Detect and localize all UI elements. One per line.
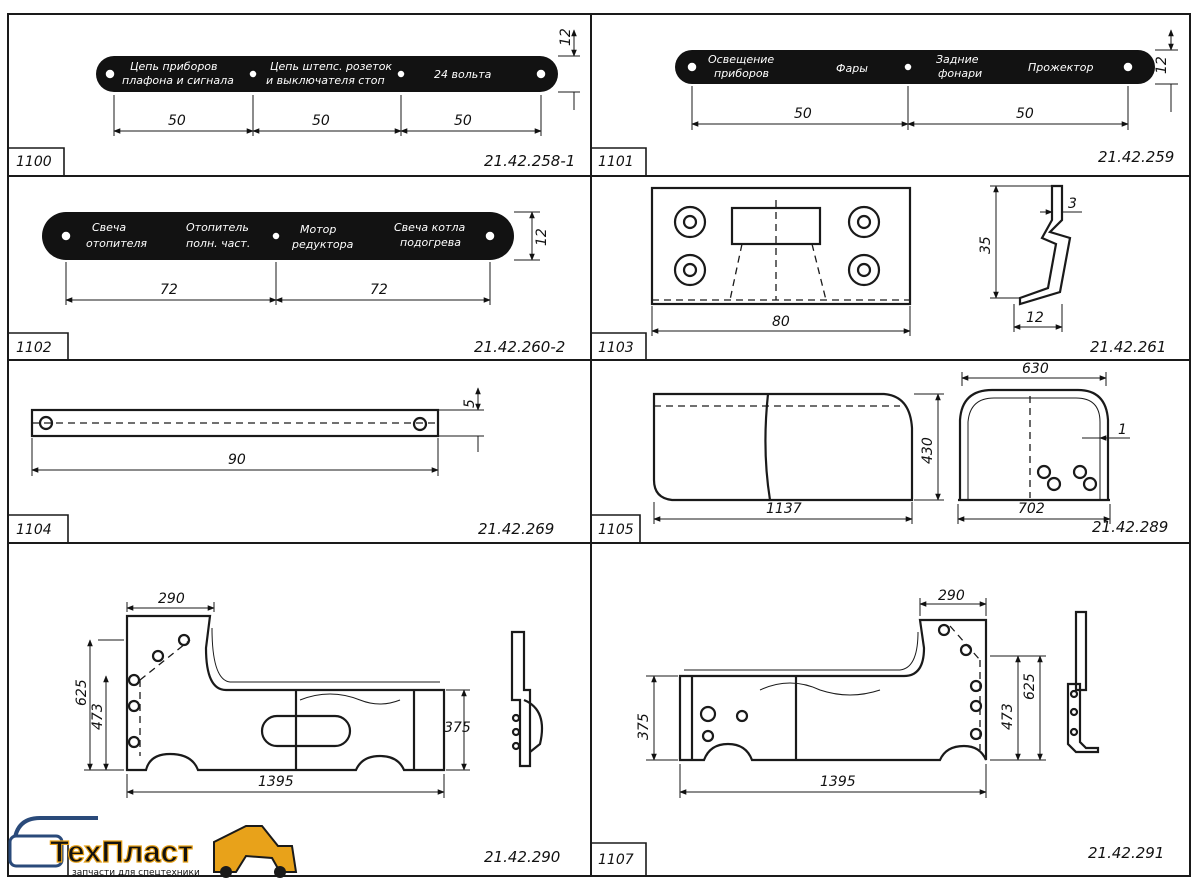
svg-text:473: 473 — [90, 703, 106, 730]
sheet-frame — [7, 13, 1191, 877]
svg-text:290: 290 — [158, 591, 185, 607]
svg-text:50: 50 — [454, 113, 472, 129]
mount-holes-1103 — [673, 205, 881, 287]
part-code-1104: 21.42.269 — [478, 520, 554, 538]
svg-text:Цепь штепс. розеток: Цепь штепс. розеток — [270, 60, 392, 73]
bracket-side-1107 — [1074, 610, 1088, 692]
cell-number-1101: 1101 — [598, 154, 634, 170]
svg-text:полн. част.: полн. част. — [186, 237, 250, 250]
svg-text:50: 50 — [794, 106, 812, 122]
drawing-1104: 90 5 — [30, 387, 484, 476]
svg-text:50: 50 — [312, 113, 330, 129]
part-code-1103: 21.42.261 — [1090, 338, 1166, 356]
cell-number-1107: 1107 — [598, 852, 634, 868]
part-code-1101: 21.42.259 — [1098, 148, 1174, 166]
svg-text:и выключателя стоп: и выключателя стоп — [266, 74, 385, 87]
label-plate-1100 — [96, 56, 558, 92]
svg-text:приборов: приборов — [714, 67, 769, 80]
svg-text:1395: 1395 — [820, 774, 856, 790]
cell-number-1102: 1102 — [16, 340, 52, 356]
svg-text:12: 12 — [534, 228, 550, 246]
svg-text:80: 80 — [772, 314, 790, 330]
svg-text:50: 50 — [1016, 106, 1034, 122]
drawing-1100: Цепь приборов плафона и сигнала Цепь ште… — [96, 28, 580, 136]
svg-text:плафона и сигнала: плафона и сигнала — [122, 74, 234, 87]
drawing-1102: Свеча отопителя Отопитель полн. част. Мо… — [42, 211, 550, 305]
drawing-1107: 290 473 625 375 1395 — [636, 588, 1100, 798]
svg-text:5: 5 — [462, 399, 478, 408]
svg-text:1395: 1395 — [258, 774, 294, 790]
svg-text:фонари: фонари — [938, 67, 982, 80]
svg-text:1137: 1137 — [766, 501, 802, 517]
svg-text:Задние: Задние — [936, 53, 979, 66]
svg-text:Свеча: Свеча — [92, 221, 126, 234]
svg-text:72: 72 — [160, 282, 178, 298]
svg-text:Фары: Фары — [836, 62, 868, 75]
drawing-1101: Освещение приборов Фары Задние фонари Пр… — [675, 29, 1178, 130]
svg-text:Цепь приборов: Цепь приборов — [130, 60, 218, 73]
bracket-side-1106 — [510, 630, 532, 768]
svg-text:12: 12 — [1026, 310, 1044, 326]
svg-text:90: 90 — [228, 452, 246, 468]
bracket-1106 — [125, 614, 446, 772]
svg-text:625: 625 — [74, 679, 90, 706]
svg-text:375: 375 — [444, 720, 471, 736]
svg-text:12: 12 — [1154, 56, 1170, 74]
svg-text:Прожектор: Прожектор — [1028, 61, 1093, 74]
part-code-1102: 21.42.260-2 — [474, 338, 565, 356]
shield-front-1105 — [652, 392, 914, 502]
drawing-1103: 80 35 12 3 — [650, 184, 1082, 336]
svg-text:Освещение: Освещение — [708, 53, 774, 66]
svg-text:630: 630 — [1022, 361, 1049, 377]
cell-number-1104: 1104 — [16, 522, 52, 538]
svg-text:Мотор: Мотор — [300, 223, 336, 236]
svg-text:24 вольта: 24 вольта — [434, 68, 492, 81]
part-code-1107: 21.42.291 — [1088, 844, 1164, 862]
svg-text:473: 473 — [1000, 703, 1016, 730]
svg-text:290: 290 — [938, 588, 965, 604]
label-plate-1101 — [675, 50, 1155, 84]
svg-text:отопителя: отопителя — [86, 237, 147, 250]
cell-number-1105: 1105 — [598, 522, 634, 538]
bracket-profile-1103 — [1018, 184, 1072, 306]
svg-text:50: 50 — [168, 113, 186, 129]
shield-side-1105 — [958, 388, 1110, 500]
excavator-icon — [213, 825, 298, 873]
cell-number-1100: 1100 — [16, 154, 52, 170]
bracket-plate-1103 — [650, 186, 912, 306]
svg-text:12: 12 — [558, 28, 574, 46]
svg-text:подогрева: подогрева — [400, 236, 461, 249]
drawing-1106: 290 625 473 375 1395 — [74, 591, 544, 798]
svg-text:72: 72 — [370, 282, 388, 298]
brand-logo-tagline: запчасти для спецтехники — [72, 868, 200, 878]
bracket-1107 — [678, 618, 988, 762]
svg-text:3: 3 — [1068, 196, 1077, 212]
svg-text:430: 430 — [920, 437, 936, 464]
svg-text:375: 375 — [636, 713, 652, 740]
svg-text:Свеча котла: Свеча котла — [394, 221, 465, 234]
svg-text:625: 625 — [1022, 673, 1038, 700]
cell-number-1103: 1103 — [598, 340, 634, 356]
svg-text:Отопитель: Отопитель — [186, 221, 249, 234]
svg-text:редуктора: редуктора — [291, 238, 354, 251]
drawing-1105: 1137 430 630 702 1 — [652, 361, 1130, 524]
svg-text:35: 35 — [978, 236, 994, 254]
part-code-1100: 21.42.258-1 — [484, 152, 575, 170]
svg-text:702: 702 — [1018, 501, 1045, 517]
part-code-1105: 21.42.289 — [1092, 518, 1168, 536]
svg-text:1: 1 — [1118, 422, 1127, 438]
part-code-1106: 21.42.290 — [484, 848, 560, 866]
brand-logo: ТехПласт запчасти для спецтехники — [8, 816, 298, 878]
brand-logo-text: ТехПласт — [50, 834, 193, 869]
